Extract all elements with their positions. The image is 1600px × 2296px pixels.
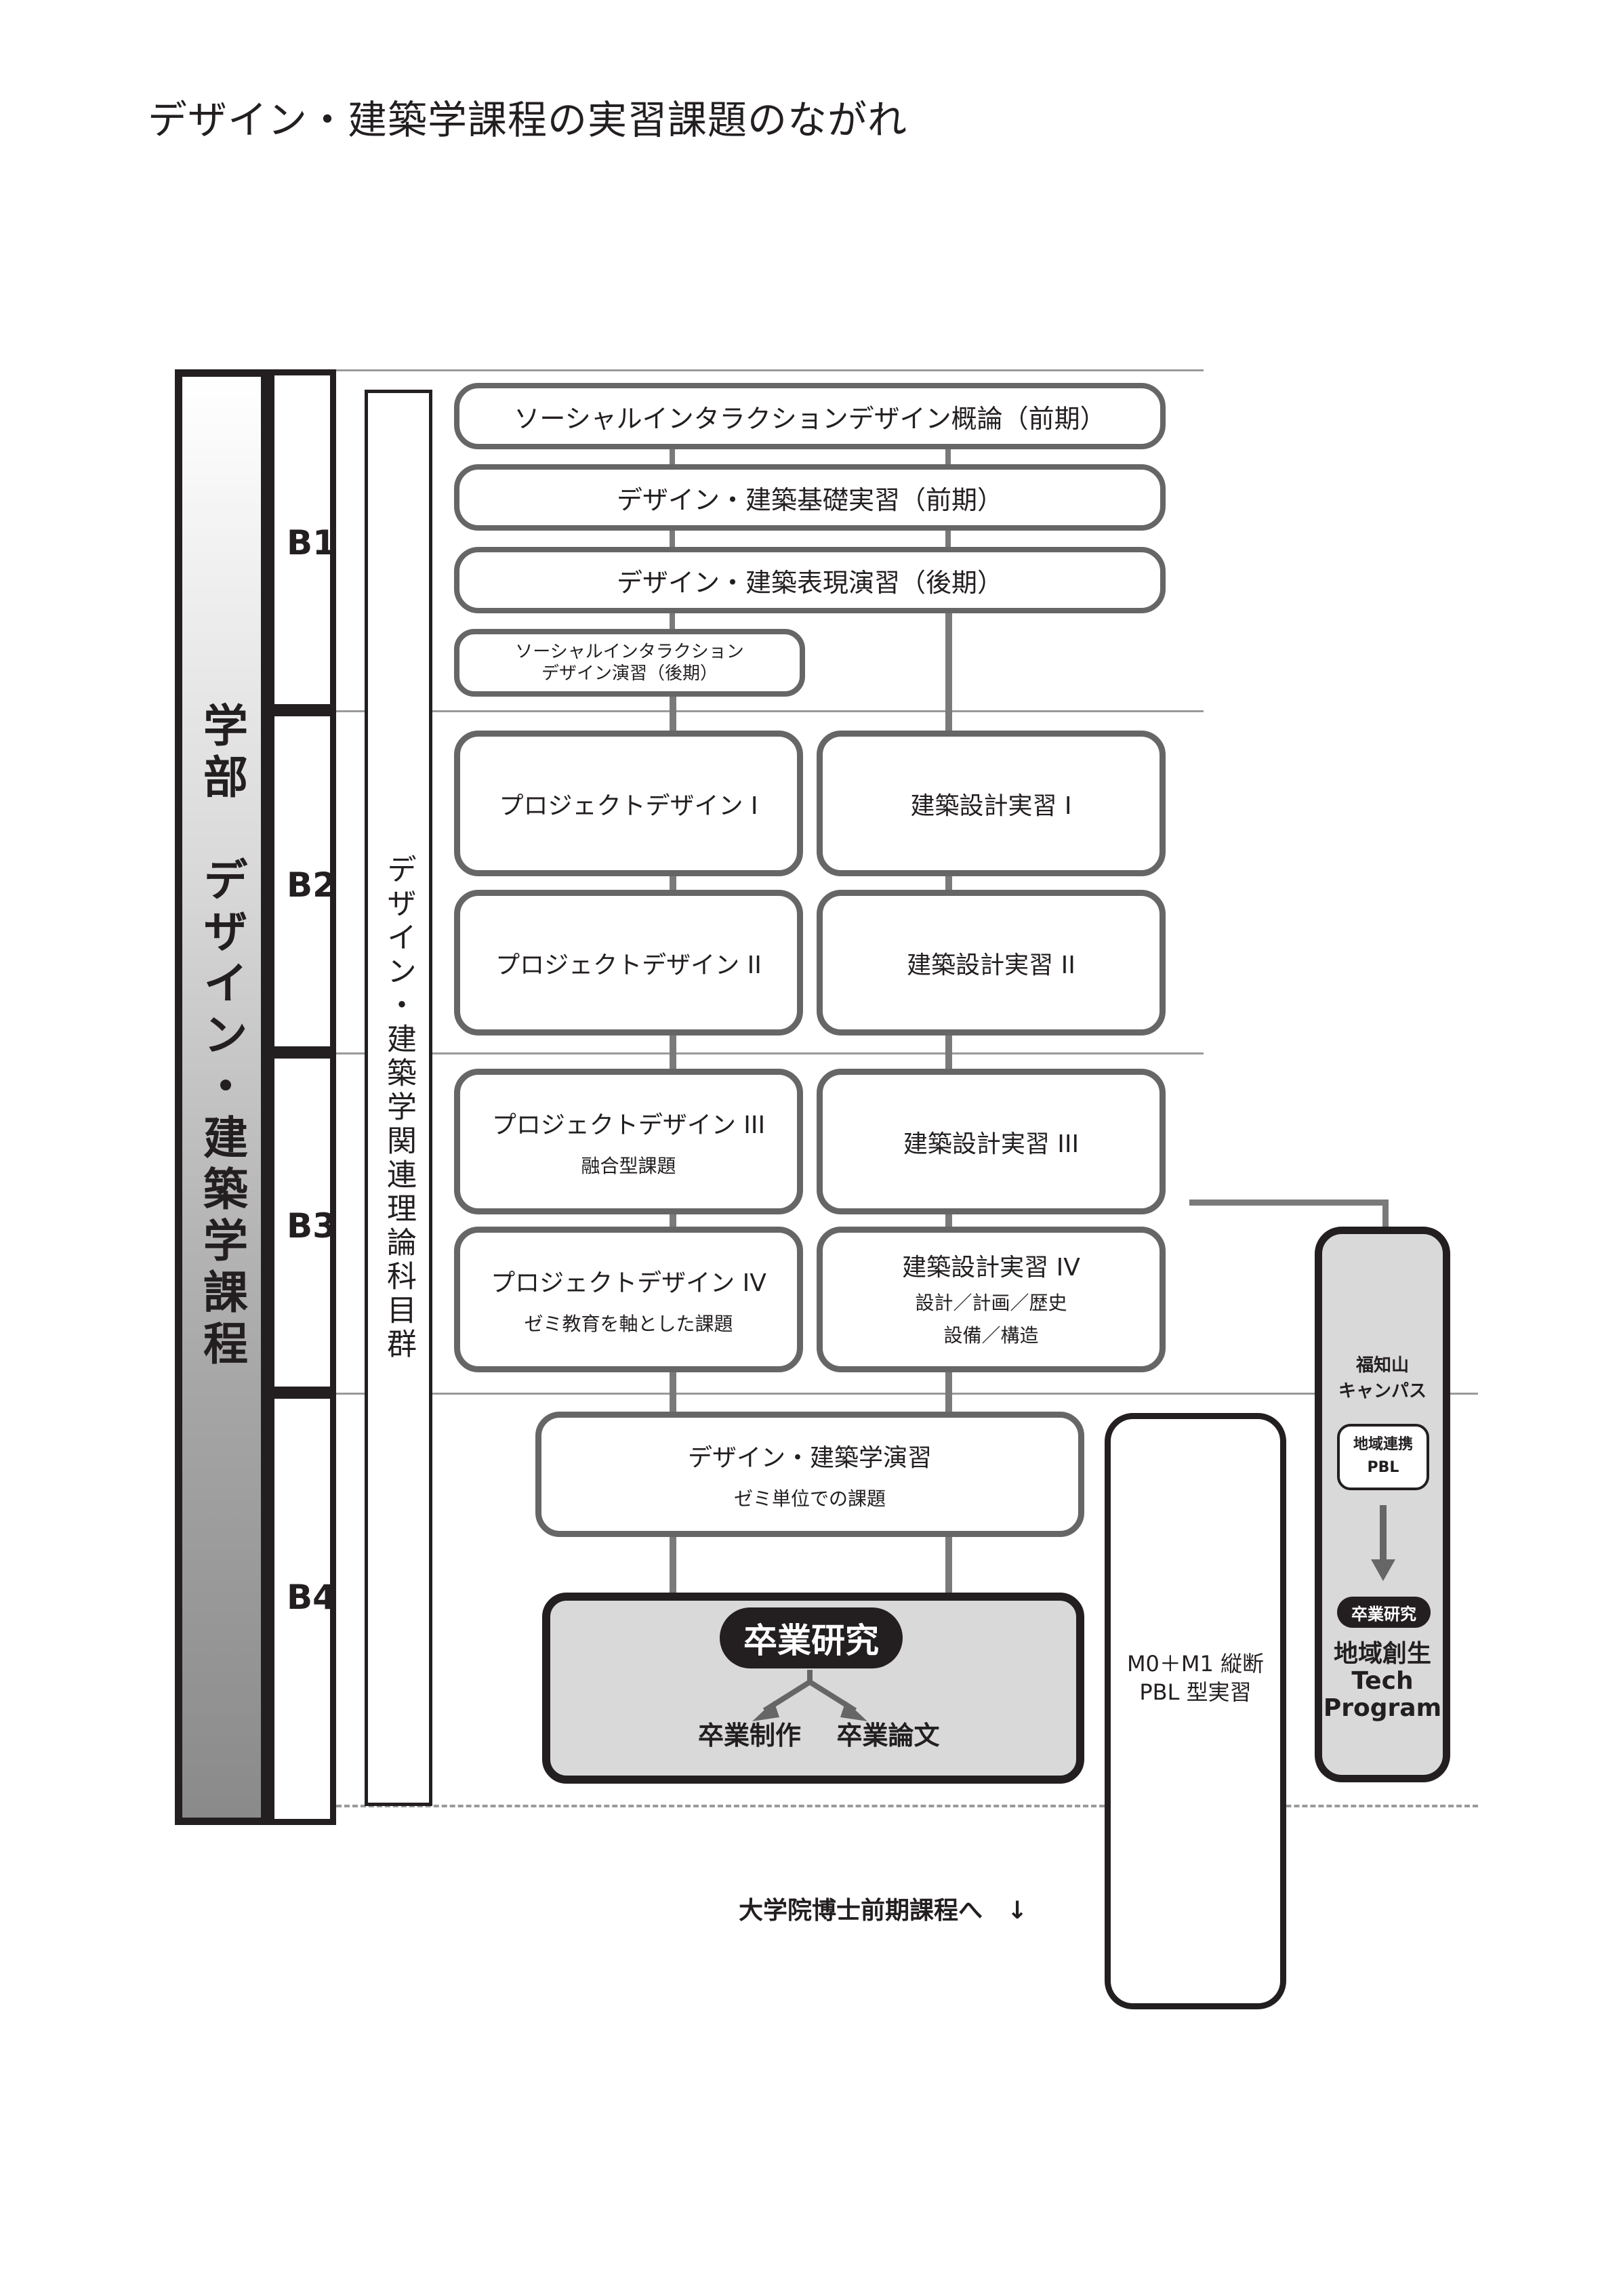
arch-design-1-label: 建築設計実習 I [910,792,1072,820]
connector-right-a1-a2 [945,873,952,893]
year-label-b2: B2 [287,865,336,905]
course-social-interaction-exercise: ソーシャルインタラクション デザイン演習（後期） [454,629,805,697]
connector-left-seminar-grad [670,1534,676,1598]
graduation-thesis-label: 卒業論文 [836,1721,940,1750]
year-label-b3: B3 [287,1206,336,1246]
project-design-3: プロジェクトデザイン III 融合型課題 [454,1069,803,1214]
connector-left-p2-p3 [670,1031,676,1072]
project-design-3-label: プロジェクトデザイン III [491,1111,766,1139]
course-design-architecture-expression-label: デザイン・建築表現演習（後期） [616,567,1003,598]
arch-design-4: 建築設計実習 IV 設計／計画／歴史 設備／構造 [817,1227,1166,1372]
separator-b2-b3 [336,1052,1204,1054]
fukuchiyama-research-label: 卒業研究 [1337,1597,1431,1628]
master-pbl-text: M0＋M1 縦断 PBL 型実習 [1111,1649,1280,1706]
separator-top [336,369,1204,371]
connector-b1-1 [670,447,675,466]
seminar-sub: ゼミ単位での課題 [733,1487,886,1510]
seminar-label: デザイン・建築学演習 [687,1443,932,1472]
year-label-b1: B1 [287,523,336,562]
master-pbl-column: M0＋M1 縦断 PBL 型実習 [1105,1413,1286,2009]
course-social-interaction-exercise-line1: ソーシャルインタラクション [515,642,744,662]
separator-dashed [336,1805,1478,1807]
project-design-4: プロジェクトデザイン IV ゼミ教育を軸とした課題 [454,1227,803,1372]
fukuchiyama-campus-line1: 福知山 [1355,1355,1409,1376]
course-design-architecture-basics-label: デザイン・建築基礎実習（前期） [616,485,1003,515]
year-b3-cell: B3 [268,1052,336,1393]
page-title: デザイン・建築学課程の実習課題のながれ [148,97,908,143]
course-design-architecture-expression: デザイン・建築表現演習（後期） [454,547,1166,613]
arch-design-2: 建築設計実習 II [817,890,1166,1036]
arch-design-3: 建築設計実習 III [817,1069,1166,1214]
project-design-4-label: プロジェクトデザイン IV [491,1269,766,1297]
year-label-b4: B4 [287,1578,336,1617]
fukuchiyama-connector-h [1189,1200,1387,1206]
fukuchiyama-campus-line2: キャンパス [1338,1381,1427,1401]
connector-b1-5 [670,612,675,632]
arch-design-4-label: 建築設計実習 IV [902,1253,1080,1282]
seminar-box: デザイン・建築学演習 ゼミ単位での課題 [535,1412,1084,1537]
theory-label: デザイン・建築学関連理論科目群 [382,854,416,1362]
connector-left-b1-b2 [670,678,676,737]
project-design-1: プロジェクトデザイン I [454,731,803,876]
project-design-2: プロジェクトデザイン II [454,890,803,1036]
fukuchiyama-campus: 福知山 キャンパス [1322,1353,1443,1404]
arch-design-4-sub2: 設備／構造 [943,1324,1039,1347]
theory-column: デザイン・建築学関連理論科目群 [365,390,432,1806]
tech-program-line1: 地域創生 [1333,1640,1431,1668]
course-social-interaction-exercise-line2: デザイン演習（後期） [541,663,718,684]
connector-left-p4-seminar [670,1369,676,1415]
connector-b1-4 [945,529,951,549]
graduation-research-label: 卒業研究 [720,1607,903,1668]
master-pbl-line1: M0＋M1 縦断 [1126,1651,1265,1677]
project-design-1-label: プロジェクトデザイン I [499,792,758,820]
arch-design-2-label: 建築設計実習 II [907,951,1075,979]
separator-b3-b4 [336,1393,1478,1395]
tech-program-label: 地域創生 Tech Program [1322,1641,1443,1722]
graduation-work-row: 卒業制作 卒業論文 [698,1715,940,1755]
connector-b1-3 [670,529,675,549]
undergrad-label: 学部 デザイン・建築学課程 [196,702,248,1372]
separator-b1-b2 [336,710,1204,712]
course-social-interaction-intro: ソーシャルインタラクションデザイン概論（前期） [454,383,1166,449]
regional-pbl-line1: 地域連携 [1353,1436,1413,1453]
connector-b1-2 [945,447,951,466]
project-design-3-sub: 融合型課題 [581,1154,676,1177]
tech-program-line2: Tech [1351,1667,1414,1695]
master-pbl-line2: PBL 型実習 [1139,1679,1252,1705]
graduate-next-label: 大学院博士前期課程へ ↓ [739,1897,1028,1925]
project-design-4-sub: ゼミ教育を軸とした課題 [524,1312,733,1335]
connector-right-seminar-grad [945,1534,952,1598]
connector-right-a4-seminar [945,1369,952,1415]
undergrad-band: 学部 デザイン・建築学課程 [175,369,268,1825]
connector-right-a2-a3 [945,1031,952,1072]
project-design-2-label: プロジェクトデザイン II [495,951,762,979]
course-design-architecture-basics: デザイン・建築基礎実習（前期） [454,464,1166,531]
connector-left-p1-p2 [670,873,676,893]
tech-program-line3: Program [1323,1694,1442,1722]
graduation-work-label: 卒業制作 [698,1721,802,1750]
down-arrow-icon [1371,1505,1395,1581]
arch-design-1: 建築設計実習 I [817,731,1166,876]
arch-design-4-sub1: 設計／計画／歴史 [915,1291,1067,1314]
regional-pbl-box: 地域連携 PBL [1337,1424,1429,1490]
year-b1-cell: B1 [268,369,336,710]
connector-right-a3-a4 [945,1210,952,1230]
connector-left-p3-p4 [670,1210,676,1230]
arch-design-3-label: 建築設計実習 III [903,1130,1080,1158]
course-social-interaction-intro-label: ソーシャルインタラクションデザイン概論（前期） [514,403,1106,434]
graduation-split-arrows [752,1670,867,1721]
regional-pbl-line2: PBL [1367,1459,1399,1476]
year-b4-cell: B4 [268,1393,336,1825]
fukuchiyama-column: 福知山 キャンパス 地域連携 PBL 卒業研究 地域創生 Tech Progra… [1315,1227,1450,1782]
year-b2-cell: B2 [268,710,336,1052]
connector-right-b1-b2 [945,607,952,737]
